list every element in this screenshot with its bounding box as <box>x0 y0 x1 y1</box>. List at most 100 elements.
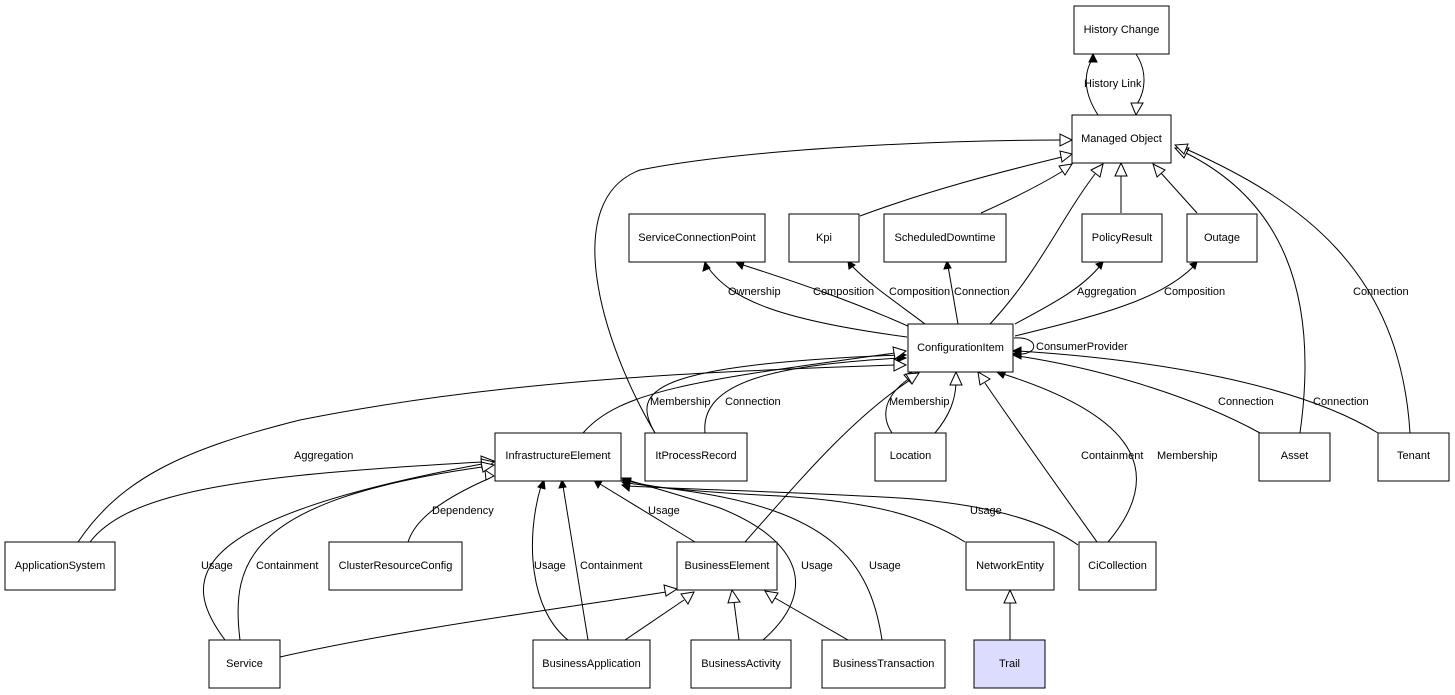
node-policy-result[interactable]: PolicyResult <box>1081 213 1163 263</box>
arrowhead-open <box>1059 150 1074 163</box>
node-label: ApplicationSystem <box>15 560 106 572</box>
edge-label: History Link <box>1084 78 1142 90</box>
edge-label: Membership <box>650 396 711 408</box>
node-label: BusinessActivity <box>701 658 781 670</box>
arrowhead-solid <box>734 261 745 271</box>
node-business-transaction[interactable]: BusinessTransaction <box>821 639 946 689</box>
arrowhead-open <box>977 371 991 386</box>
node-application-system[interactable]: ApplicationSystem <box>4 541 116 591</box>
node-label: BusinessElement <box>685 560 770 572</box>
node-label: Service <box>226 658 263 670</box>
edge-generalization <box>1160 172 1198 214</box>
edge-ownership <box>706 265 908 338</box>
node-asset[interactable]: Asset <box>1258 432 1331 482</box>
node-service-connection-point[interactable]: ServiceConnectionPoint <box>628 213 766 263</box>
node-service[interactable]: Service <box>208 639 281 689</box>
node-business-application[interactable]: BusinessApplication <box>532 639 651 689</box>
node-kpi[interactable]: Kpi <box>788 213 860 263</box>
edge-labels: History Link Ownership Composition Compo… <box>201 78 1409 572</box>
node-configuration-item[interactable]: ConfigurationItem <box>907 323 1014 373</box>
edge-label: Connection <box>954 286 1010 298</box>
arrowhead-solid <box>558 478 567 489</box>
arrowhead-solid <box>1088 52 1098 63</box>
edge-label: Connection <box>725 396 781 408</box>
edge-label: Usage <box>648 505 680 517</box>
node-ci-collection[interactable]: CiCollection <box>1078 541 1157 591</box>
arrowhead-open <box>1059 133 1074 147</box>
node-label: ServiceConnectionPoint <box>638 232 755 244</box>
edge-label: Composition <box>1164 286 1225 298</box>
edge-membership <box>885 377 911 434</box>
edge-label: Usage <box>970 505 1002 517</box>
arrowhead-solid <box>847 260 856 270</box>
arrowhead-open <box>1130 102 1144 117</box>
edge-label: Composition <box>813 286 874 298</box>
node-history-change[interactable]: History Change <box>1073 5 1170 55</box>
edge-generalization <box>744 379 911 543</box>
edge-label: Containment <box>256 560 318 572</box>
edge-dependency <box>407 477 491 543</box>
arrowhead-solid <box>702 260 711 272</box>
node-business-activity[interactable]: BusinessActivity <box>690 639 792 689</box>
arrowhead-open <box>727 588 741 604</box>
node-label: CiCollection <box>1088 560 1147 572</box>
node-location[interactable]: Location <box>874 432 947 482</box>
edges <box>77 52 1411 658</box>
edge-usage <box>599 483 696 543</box>
node-label: BusinessTransaction <box>833 658 935 670</box>
arrowhead-solid <box>943 259 952 270</box>
node-cluster-resource-config[interactable]: ClusterResourceConfig <box>328 541 463 591</box>
edge-connection <box>1017 350 1379 434</box>
edge-usage <box>202 463 483 641</box>
edge-label: Aggregation <box>1077 286 1136 298</box>
edge-label: Composition <box>889 286 950 298</box>
node-tenant[interactable]: Tenant <box>1377 432 1450 482</box>
edge-label: Membership <box>889 396 950 408</box>
edge-generalization <box>582 352 896 434</box>
edge-label: Aggregation <box>294 450 353 462</box>
node-business-element[interactable]: BusinessElement <box>676 541 778 591</box>
node-label: NetworkEntity <box>976 560 1044 572</box>
edge-generalization <box>980 170 1064 214</box>
edge-generalization <box>859 156 1063 217</box>
node-label: Kpi <box>816 232 832 244</box>
edge-generalization <box>1135 53 1145 105</box>
node-label: ItProcessRecord <box>655 450 736 462</box>
edge-usage <box>627 485 1079 546</box>
node-scheduled-downtime[interactable]: ScheduledDowntime <box>883 213 1007 263</box>
node-label: Managed Object <box>1081 133 1162 145</box>
edge-generalization <box>624 599 685 641</box>
node-it-process-record[interactable]: ItProcessRecord <box>644 432 748 482</box>
arrowhead-open <box>480 461 496 473</box>
edge-generalization <box>989 173 1096 325</box>
edge-label: Dependency <box>432 505 494 517</box>
arrowhead-open <box>1058 163 1074 176</box>
arrowhead-open <box>764 590 779 604</box>
arrowhead-open <box>1152 163 1166 178</box>
nodes: History Change Managed Object ServiceCon… <box>4 5 1450 689</box>
node-label: ScheduledDowntime <box>895 232 996 244</box>
edge-aggregation <box>77 364 896 543</box>
node-infrastructure-element[interactable]: InfrastructureElement <box>494 432 622 482</box>
arrowhead-open <box>484 468 495 481</box>
node-managed-object[interactable]: Managed Object <box>1071 114 1172 164</box>
edge-label: Containment <box>1081 450 1143 462</box>
node-label: Location <box>890 450 932 462</box>
edge-connection <box>947 265 959 325</box>
edge-label: ConsumerProvider <box>1036 341 1128 353</box>
arrowhead-solid <box>1011 346 1022 356</box>
node-label: InfrastructureElement <box>505 450 610 462</box>
arrowhead-open <box>1173 143 1189 155</box>
edge-generalization <box>733 601 740 641</box>
node-trail[interactable]: Trail <box>973 639 1046 689</box>
edge-usage <box>531 485 569 641</box>
node-outage[interactable]: Outage <box>1186 213 1258 263</box>
node-label: History Change <box>1084 24 1160 36</box>
edge-membership <box>999 372 1137 543</box>
node-network-entity[interactable]: NetworkEntity <box>965 541 1055 591</box>
arrowhead-open <box>1003 588 1017 604</box>
edge-label: Membership <box>1157 450 1218 462</box>
edge-label: Usage <box>201 560 233 572</box>
edge-usage <box>627 480 883 641</box>
arrowhead-open <box>905 372 920 385</box>
